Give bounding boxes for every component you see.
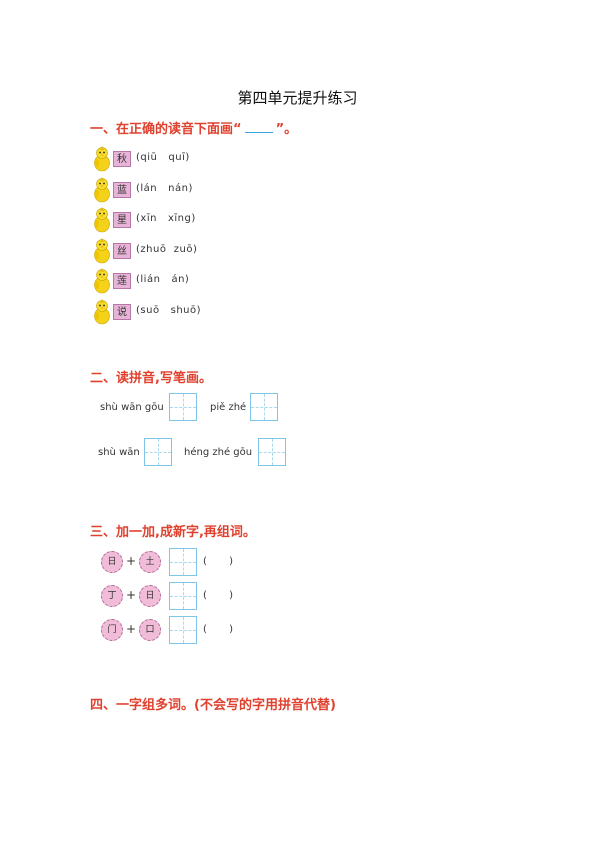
chick-icon — [93, 206, 111, 233]
word-blank[interactable]: ( ) — [203, 556, 234, 567]
section-1-heading: 一、在正确的读音下面画“ ”。 — [90, 118, 297, 137]
chick-icon — [93, 176, 111, 203]
pinyin-options[interactable]: (qiū quī) — [136, 152, 190, 163]
flower-char-a: 日 — [101, 551, 123, 573]
section-1-heading-text: 一、在正确的读音下面画 — [90, 122, 234, 137]
quote-close: ”。 — [275, 122, 298, 137]
word-blank[interactable]: ( ) — [203, 624, 234, 635]
writing-grid[interactable] — [169, 582, 197, 610]
char-box: 星 — [113, 212, 131, 228]
flower-char-a: 门 — [101, 619, 123, 641]
char-box: 莲 — [113, 273, 131, 289]
chick-icon — [93, 145, 111, 172]
writing-grid[interactable] — [169, 393, 197, 421]
char-box: 蓝 — [113, 181, 131, 198]
char-box: 说 — [113, 303, 131, 320]
stroke-pinyin: shù wān gōu — [100, 402, 164, 413]
quote-open: “ — [233, 122, 242, 137]
flower-char-a: 丁 — [101, 585, 123, 607]
writing-grid[interactable] — [169, 616, 197, 644]
pinyin-options[interactable]: (suō shuō) — [136, 304, 202, 316]
chick-icon — [93, 267, 111, 294]
flower-char-b: 日 — [139, 585, 161, 607]
stroke-pinyin: héng zhé gōu — [184, 447, 253, 458]
plus-sign: + — [126, 622, 137, 636]
section-3-heading: 三、加一加,成新字,再组词。 — [90, 525, 256, 540]
pinyin-options[interactable]: (lán nán) — [136, 182, 193, 194]
pinyin-options[interactable]: (xīn xīng) — [136, 213, 196, 224]
writing-grid[interactable] — [250, 393, 278, 421]
page-title: 第四单元提升练习 — [237, 89, 358, 107]
section-4-heading: 四、一字组多词。(不会写的字用拼音代替) — [90, 698, 336, 713]
plus-sign: + — [126, 554, 137, 568]
flower-char-b: 口 — [139, 619, 161, 641]
underline-sample — [244, 122, 273, 133]
flower-char-b: 土 — [139, 551, 161, 573]
char-box: 秋 — [113, 151, 131, 167]
stroke-pinyin: shù wān — [98, 447, 140, 458]
section-2-heading: 二、读拼音,写笔画。 — [90, 371, 212, 386]
writing-grid[interactable] — [169, 548, 197, 576]
chick-icon — [93, 298, 111, 325]
plus-sign: + — [126, 588, 137, 602]
stroke-pinyin: piě zhé — [210, 402, 247, 413]
chick-icon — [93, 237, 111, 264]
pinyin-options[interactable]: (lián án) — [136, 274, 190, 285]
word-blank[interactable]: ( ) — [203, 590, 234, 601]
pinyin-options[interactable]: (zhuō zuō) — [136, 243, 198, 255]
writing-grid[interactable] — [144, 438, 172, 466]
writing-grid[interactable] — [258, 438, 286, 466]
char-box: 丝 — [113, 242, 131, 259]
